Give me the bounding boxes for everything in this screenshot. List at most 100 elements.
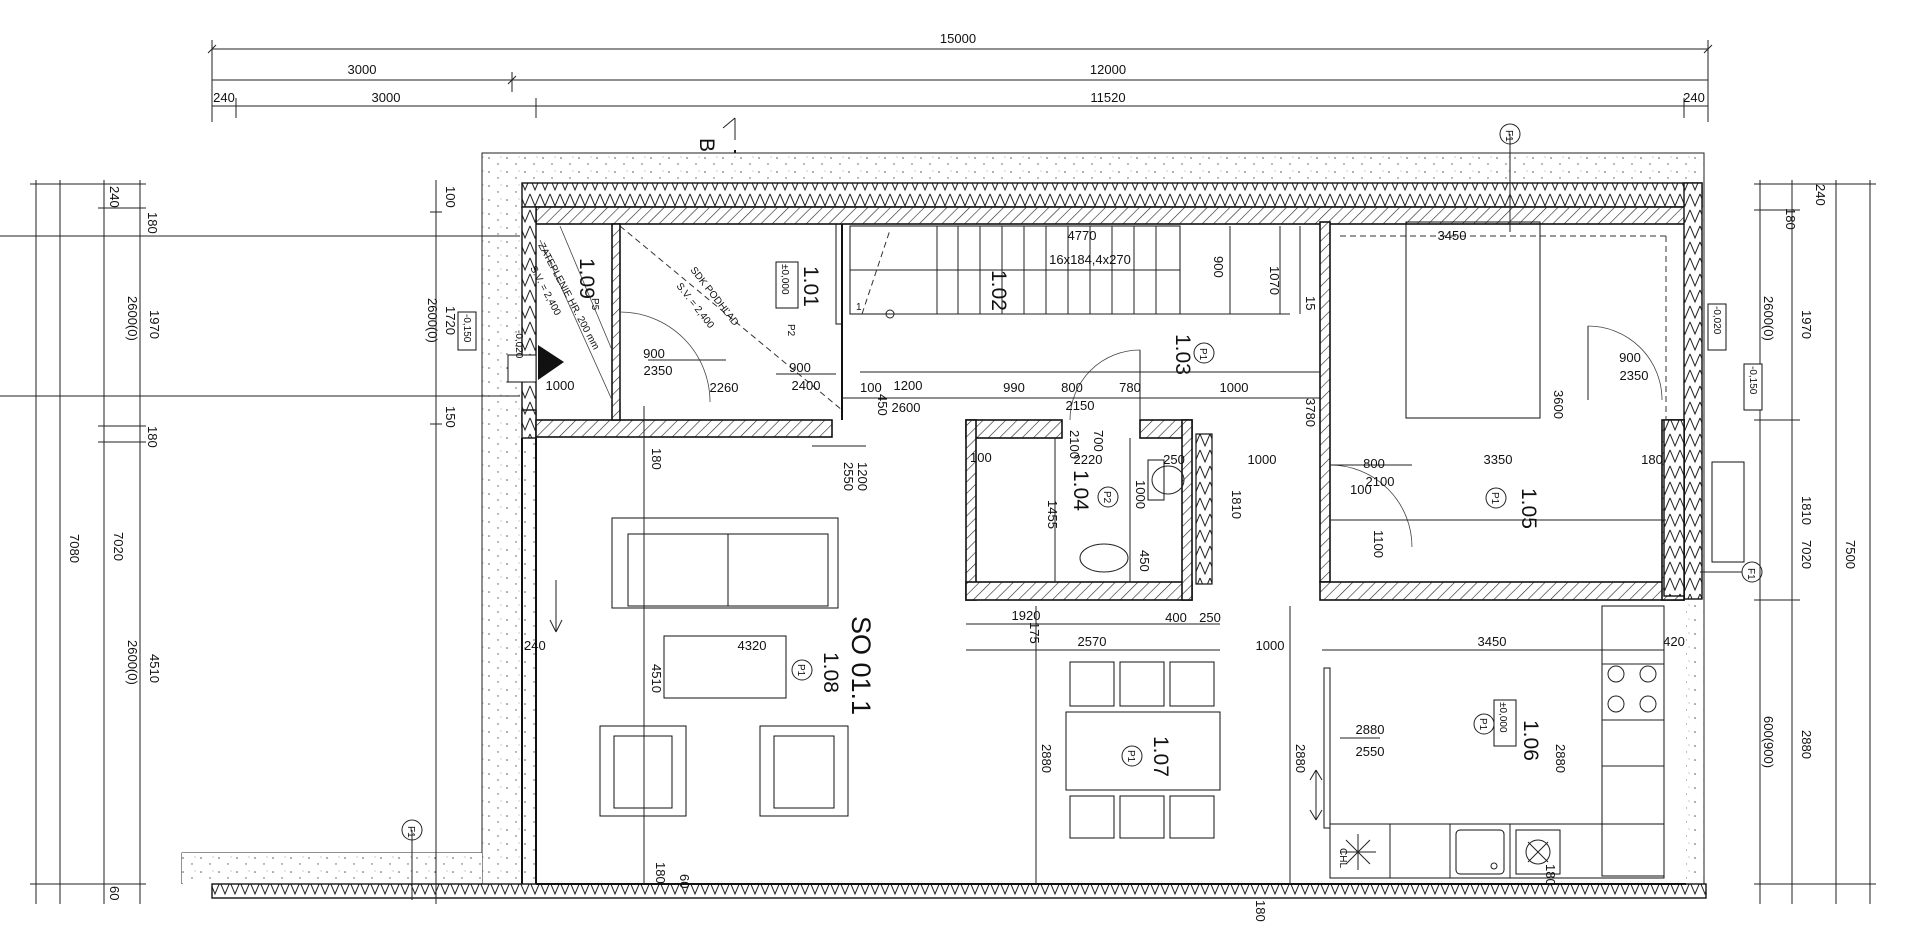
svg-text:-0,020: -0,020 bbox=[513, 330, 524, 359]
svg-text:-0,020: -0,020 bbox=[1711, 306, 1722, 335]
svg-text:F1: F1 bbox=[1503, 130, 1514, 142]
svg-text:60: 60 bbox=[677, 874, 692, 888]
f1-markers: F1 F1 F1 bbox=[401, 123, 1763, 900]
svg-text:1000: 1000 bbox=[1256, 638, 1285, 653]
svg-text:7080: 7080 bbox=[67, 534, 82, 563]
svg-text:2350: 2350 bbox=[644, 363, 673, 378]
svg-text:2220: 2220 bbox=[1074, 452, 1103, 467]
left-dimension-chains: 7080 7020 2600(0) 4510 2600(0) 1970 240 … bbox=[0, 180, 520, 904]
svg-text:2570: 2570 bbox=[1078, 634, 1107, 649]
svg-text:240: 240 bbox=[524, 638, 546, 653]
svg-text:1970: 1970 bbox=[1799, 310, 1814, 339]
svg-text:180: 180 bbox=[145, 212, 160, 234]
svg-text:±0,000: ±0,000 bbox=[779, 264, 790, 295]
svg-text:700: 700 bbox=[1091, 430, 1106, 452]
room-1-08: 4320 4510 180 240 1.08 P1 SO 01.1 180 60… bbox=[524, 406, 876, 888]
svg-text:180: 180 bbox=[1543, 864, 1558, 886]
room-1-05: 3450 900 2350 3600 1000 800 2100 100 335… bbox=[1248, 221, 1667, 558]
svg-text:990: 990 bbox=[1003, 380, 1025, 395]
svg-text:P5: P5 bbox=[589, 298, 600, 311]
svg-text:3350: 3350 bbox=[1484, 452, 1513, 467]
svg-text:1000: 1000 bbox=[1248, 452, 1277, 467]
svg-text:450: 450 bbox=[875, 394, 890, 416]
svg-text:150: 150 bbox=[443, 406, 458, 428]
svg-text:2880: 2880 bbox=[1553, 744, 1568, 773]
svg-text:2600(0): 2600(0) bbox=[1761, 296, 1776, 341]
svg-text:900: 900 bbox=[1619, 350, 1641, 365]
svg-text:100: 100 bbox=[443, 186, 458, 208]
svg-text:SO 01.1: SO 01.1 bbox=[846, 616, 876, 715]
svg-text:2600: 2600 bbox=[892, 400, 921, 415]
svg-text:1: 1 bbox=[856, 302, 862, 313]
svg-text:4510: 4510 bbox=[147, 654, 162, 683]
svg-text:60: 60 bbox=[107, 886, 122, 900]
svg-text:2550: 2550 bbox=[1356, 744, 1385, 759]
svg-text:900: 900 bbox=[789, 360, 811, 375]
svg-text:100: 100 bbox=[860, 380, 882, 395]
svg-text:P2: P2 bbox=[1101, 491, 1112, 504]
dim-11520: 11520 bbox=[1090, 90, 1125, 105]
svg-text:2880: 2880 bbox=[1039, 744, 1054, 773]
svg-text:175: 175 bbox=[1027, 622, 1042, 644]
svg-text:3780: 3780 bbox=[1303, 398, 1318, 427]
svg-text:P1: P1 bbox=[795, 664, 806, 677]
svg-text:4510: 4510 bbox=[649, 664, 664, 693]
svg-text:2350: 2350 bbox=[1620, 368, 1649, 383]
svg-text:16x184,4x270: 16x184,4x270 bbox=[1049, 252, 1131, 267]
interior-walls bbox=[611, 221, 1685, 601]
svg-text:P1: P1 bbox=[1125, 750, 1136, 763]
svg-text:P1: P1 bbox=[1477, 718, 1488, 731]
svg-text:180: 180 bbox=[1641, 452, 1663, 467]
dim-total: 15000 bbox=[940, 31, 976, 46]
dim-3000-a: 3000 bbox=[348, 62, 377, 77]
dim-12000: 12000 bbox=[1090, 62, 1126, 77]
stairs-1-02: 4770 16x184,4x270 1.02 1 bbox=[849, 225, 1301, 319]
svg-text:P1: P1 bbox=[1489, 492, 1500, 505]
svg-text:1070: 1070 bbox=[1267, 266, 1282, 295]
svg-text:1.08: 1.08 bbox=[819, 652, 842, 693]
svg-text:-0,150: -0,150 bbox=[1747, 366, 1758, 395]
svg-text:2400: 2400 bbox=[792, 378, 821, 393]
room-1-06: 3450 420 CHL 2880 2550 2880 bbox=[1309, 605, 1685, 886]
svg-text:100: 100 bbox=[970, 450, 992, 465]
exterior-walls bbox=[211, 182, 1707, 899]
svg-text:1200: 1200 bbox=[855, 462, 870, 491]
svg-text:1000: 1000 bbox=[546, 378, 575, 393]
svg-text:1.03: 1.03 bbox=[1171, 334, 1194, 375]
svg-text:1.07: 1.07 bbox=[1149, 736, 1172, 777]
svg-text:1.06: 1.06 bbox=[1519, 720, 1542, 761]
svg-text:1720: 1720 bbox=[443, 306, 458, 335]
dim-3000-b: 3000 bbox=[372, 90, 401, 105]
svg-text:4770: 4770 bbox=[1068, 228, 1097, 243]
svg-text:2600(0): 2600(0) bbox=[125, 640, 140, 685]
svg-text:15: 15 bbox=[1303, 296, 1318, 310]
svg-text:180: 180 bbox=[653, 862, 668, 884]
svg-text:CHL: CHL bbox=[1337, 848, 1348, 868]
svg-text:2260: 2260 bbox=[710, 380, 739, 395]
svg-text:2550: 2550 bbox=[841, 462, 856, 491]
svg-text:7020: 7020 bbox=[1799, 540, 1814, 569]
svg-text:P1: P1 bbox=[1197, 348, 1208, 361]
svg-text:800: 800 bbox=[1363, 456, 1385, 471]
top-dimension-chains: 15000 3000 12000 240 3000 11520 240 bbox=[207, 31, 1713, 122]
svg-text:1810: 1810 bbox=[1229, 490, 1244, 519]
svg-text:450: 450 bbox=[1137, 550, 1152, 572]
svg-text:1100: 1100 bbox=[1371, 530, 1386, 558]
svg-text:250: 250 bbox=[1199, 610, 1221, 625]
svg-text:2880: 2880 bbox=[1799, 730, 1814, 759]
svg-text:2600(0): 2600(0) bbox=[125, 296, 140, 341]
svg-text:P2: P2 bbox=[785, 324, 796, 337]
right-dimension-chains: 7500 7020 2600(0) 1970 1810 2880 600(900… bbox=[1707, 180, 1876, 904]
svg-text:1000: 1000 bbox=[1220, 380, 1249, 395]
svg-text:3450: 3450 bbox=[1438, 228, 1467, 243]
svg-text:4320: 4320 bbox=[738, 638, 767, 653]
svg-text:180: 180 bbox=[649, 448, 664, 470]
svg-text:600(900): 600(900) bbox=[1761, 716, 1776, 768]
svg-text:3450: 3450 bbox=[1478, 634, 1507, 649]
svg-text:±0,000: ±0,000 bbox=[1497, 702, 1508, 733]
svg-text:7020: 7020 bbox=[111, 532, 126, 561]
svg-text:250: 250 bbox=[1163, 452, 1185, 467]
svg-text:800: 800 bbox=[1061, 380, 1083, 395]
svg-text:1.04: 1.04 bbox=[1069, 470, 1092, 511]
